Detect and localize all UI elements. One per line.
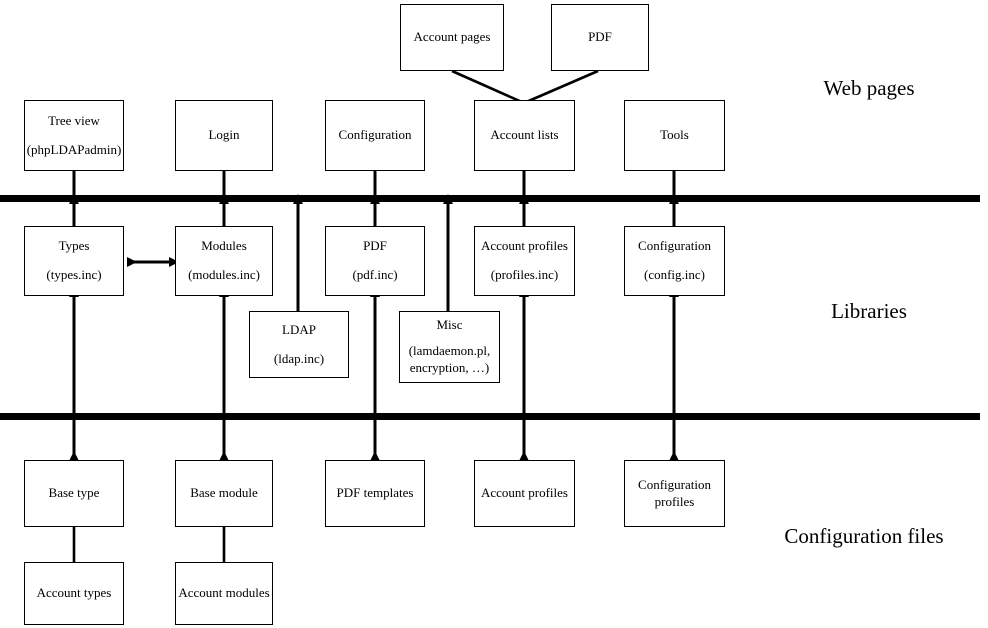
box-modules-sublabel: (modules.inc) bbox=[188, 267, 260, 282]
box-misc-sublabel-2: encryption, …) bbox=[409, 359, 490, 375]
box-account-profiles-file-label: Account profiles bbox=[480, 485, 568, 501]
box-pdf-lib[interactable]: PDF (pdf.inc) bbox=[325, 226, 425, 296]
box-types-sublabel: (types.inc) bbox=[46, 267, 102, 282]
library-to-config-arrows bbox=[69, 287, 679, 461]
box-misc-sublabel-1: (lamdaemon.pl, bbox=[408, 343, 491, 359]
box-tree-view-label: Tree view bbox=[48, 112, 100, 128]
box-account-profiles-lib-sublabel: (profiles.inc) bbox=[490, 267, 559, 282]
library-up-arrows bbox=[69, 194, 679, 226]
box-pdf-templates-label: PDF templates bbox=[336, 485, 414, 501]
box-account-profiles-lib-label: Account profiles bbox=[480, 238, 568, 254]
box-account-pages[interactable]: Account pages bbox=[400, 4, 504, 71]
box-configuration-page[interactable]: Configuration bbox=[325, 100, 425, 171]
box-base-type[interactable]: Base type bbox=[24, 460, 124, 527]
box-account-profiles-file[interactable]: Account profiles bbox=[474, 460, 575, 527]
box-base-module[interactable]: Base module bbox=[175, 460, 273, 527]
box-types[interactable]: Types (types.inc) bbox=[24, 226, 124, 296]
separator-bar-libraries-config bbox=[0, 413, 980, 420]
box-pdf-source[interactable]: PDF bbox=[551, 4, 649, 71]
zone-label-libraries: Libraries bbox=[831, 299, 907, 323]
box-configuration-page-label: Configuration bbox=[338, 127, 412, 143]
box-account-lists[interactable]: Account lists bbox=[474, 100, 575, 171]
box-pdf-lib-label: PDF bbox=[363, 238, 387, 254]
box-login-label: Login bbox=[208, 127, 240, 143]
box-base-module-label: Base module bbox=[190, 485, 258, 501]
link-pdf-to-account-lists bbox=[523, 69, 599, 105]
box-account-types[interactable]: Account types bbox=[24, 562, 124, 625]
box-configuration-profiles[interactable]: Configuration profiles bbox=[624, 460, 725, 527]
box-types-label: Types bbox=[58, 238, 90, 254]
box-configuration-lib-sublabel: (config.inc) bbox=[643, 267, 705, 282]
box-account-modules-label: Account modules bbox=[178, 585, 270, 601]
box-tools[interactable]: Tools bbox=[624, 100, 725, 171]
box-account-lists-label: Account lists bbox=[490, 127, 559, 143]
zone-label-web-pages: Web pages bbox=[823, 76, 915, 100]
box-modules[interactable]: Modules (modules.inc) bbox=[175, 226, 273, 296]
box-login[interactable]: Login bbox=[175, 100, 273, 171]
box-configuration-lib[interactable]: Configuration (config.inc) bbox=[624, 226, 725, 296]
box-tree-view-sublabel: (phpLDAPadmin) bbox=[26, 141, 122, 157]
box-account-profiles-lib[interactable]: Account profiles (profiles.inc) bbox=[474, 226, 575, 296]
box-configuration-profiles-label: Configuration bbox=[638, 476, 711, 492]
zone-label-configuration-files: Configuration files bbox=[784, 524, 944, 548]
box-ldap-label: LDAP bbox=[282, 321, 316, 337]
link-account-pages-to-account-lists bbox=[451, 69, 525, 105]
box-configuration-lib-label: Configuration bbox=[638, 238, 711, 254]
box-pdf-lib-sublabel: (pdf.inc) bbox=[352, 267, 398, 282]
box-pdf-templates[interactable]: PDF templates bbox=[325, 460, 425, 527]
box-misc-label: Misc bbox=[436, 317, 463, 333]
box-tree-view[interactable]: Tree view (phpLDAPadmin) bbox=[24, 100, 124, 171]
box-account-modules[interactable]: Account modules bbox=[175, 562, 273, 625]
box-account-types-label: Account types bbox=[36, 585, 112, 601]
separator-bar-web-libraries bbox=[0, 195, 980, 202]
webpage-down-arrows bbox=[69, 171, 679, 205]
box-base-type-label: Base type bbox=[48, 485, 100, 501]
box-modules-label: Modules bbox=[201, 238, 247, 254]
box-ldap-sublabel: (ldap.inc) bbox=[273, 350, 325, 366]
box-account-pages-label: Account pages bbox=[413, 29, 491, 45]
box-misc[interactable]: Misc (lamdaemon.pl, encryption, …) bbox=[399, 311, 500, 383]
box-pdf-source-label: PDF bbox=[588, 29, 612, 45]
box-tools-label: Tools bbox=[660, 127, 689, 143]
box-ldap[interactable]: LDAP (ldap.inc) bbox=[249, 311, 349, 378]
box-configuration-profiles-sublabel: profiles bbox=[654, 493, 695, 509]
